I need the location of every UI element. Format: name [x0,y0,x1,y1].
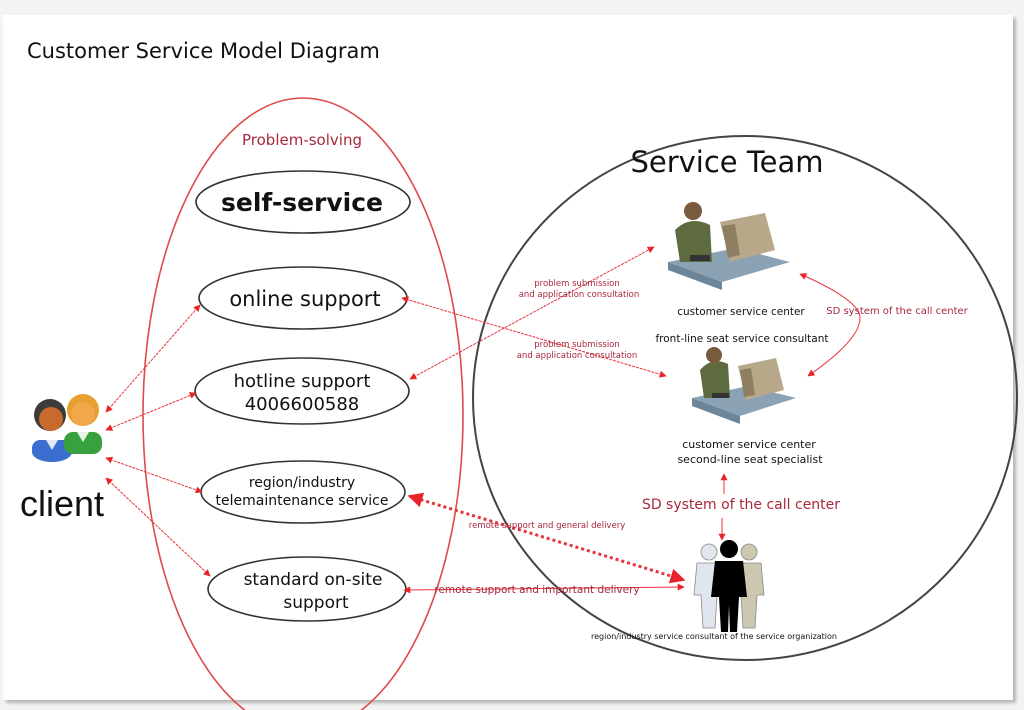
group-of-people-icon [693,540,765,632]
submission-connectors [401,246,667,380]
sd-system-bottom-label: SD system of the call center [642,497,840,513]
submission-label-1-line1: problem submission [534,279,620,289]
arrow-sd-system-right [799,273,861,377]
problem-solving-item-telemaintenance[interactable]: region/industry telemaintenance service [200,460,406,524]
client-connectors [105,304,211,577]
arrow-client-online [105,304,201,413]
submission-label-2-line2: and application consultation [517,351,638,361]
problem-solving-item-onsite-support[interactable]: standard on-site support [207,556,407,622]
problem-solving-label: Problem-solving [242,131,362,149]
second-line-label-2: second-line seat specialist [677,453,823,466]
hotline-support-label: hotline support [234,371,371,392]
hotline-number: 4006600588 [245,394,360,415]
front-line-label-1: customer service center [677,306,805,318]
arrow-online-secondline [401,296,667,378]
self-service-label: self-service [221,188,383,217]
operator-at-computer-icon-2 [692,347,796,424]
important-delivery-label: remote support and important delivery [434,584,639,596]
arrow-client-telemaintenance [105,456,203,494]
front-line-label-2: front-line seat service consultant [655,333,828,345]
problem-solving-item-online-support[interactable]: online support [198,266,408,330]
onsite-support-label-line1: standard on-site [244,570,383,590]
arrow-onsite-consultants [403,583,685,594]
problem-solving-item-self-service[interactable]: self-service [195,170,411,234]
consultants-label: region/industry service consultant of th… [591,632,837,641]
submission-label-2-line1: problem submission [534,340,620,350]
service-team-boundary [472,135,1018,661]
client-label: client [20,483,104,524]
submission-label-1-line2: and application consultation [519,290,640,300]
diagram-title: Customer Service Model Diagram [27,39,380,63]
general-delivery-label: remote support and general delivery [469,521,625,531]
telemaintenance-label-line2: telemaintenance service [216,493,389,509]
sd-system-right-label: SD system of the call center [826,306,968,317]
second-line-label-1: customer service center [682,438,816,451]
arrow-client-onsite [105,477,211,577]
arrow-client-hotline [105,392,197,431]
problem-solving-item-hotline-support[interactable]: hotline support 4006600588 [194,357,410,425]
operator-at-computer-icon [668,202,790,290]
onsite-support-label-line2: support [283,593,349,613]
telemaintenance-label-line1: region/industry [249,475,355,491]
service-team-title: Service Team [630,145,823,179]
users-icon [32,394,102,462]
online-support-label: online support [229,287,380,311]
